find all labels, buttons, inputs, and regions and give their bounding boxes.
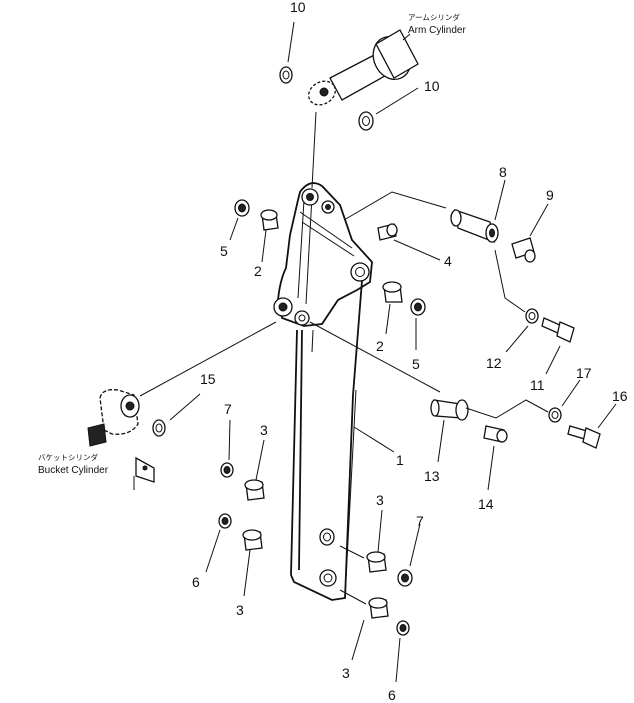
seal-7-left: [220, 419, 234, 478]
callout-4: 4: [444, 253, 452, 269]
callout-10-right: 10: [424, 78, 440, 94]
callout-3-upper-right: 3: [376, 492, 384, 508]
arm-cylinder: [308, 29, 419, 106]
bushing-2-upper: [260, 209, 279, 263]
callout-10-top: 10: [290, 0, 306, 15]
callout-7-left: 7: [224, 401, 232, 417]
grease-fitting-14: [483, 425, 508, 491]
pin-13-leader: [465, 399, 549, 419]
pin-8-leader: [343, 191, 447, 221]
bucket-cylinder: [87, 389, 155, 490]
bushing-leader-right: [339, 545, 365, 559]
washer-15: [152, 393, 201, 437]
callout-1: 1: [396, 452, 404, 468]
bucket-cylinder-leader-1: [139, 321, 277, 397]
callout-8: 8: [499, 164, 507, 180]
bushing-leader-lower-right: [339, 589, 367, 605]
callout-15: 15: [200, 371, 216, 387]
callout-2-upper: 2: [254, 263, 262, 279]
callout-16: 16: [612, 388, 628, 404]
pin-8-leader-down: [494, 249, 526, 313]
leader-1: [353, 426, 395, 453]
grease-fitting-9: [511, 203, 549, 263]
washer-10-upper: [279, 21, 295, 84]
seal-5-lower: [410, 298, 426, 350]
callout-12: 12: [486, 355, 502, 371]
bushing-3-upper-left: [244, 439, 265, 501]
bolt-11: [541, 317, 575, 375]
bushing-3-upper-right: [366, 509, 387, 573]
callout-7-right: 7: [416, 513, 424, 529]
arm-cylinder-label: Arm Cylinder: [408, 25, 466, 36]
callout-13: 13: [424, 468, 440, 484]
washer-12: [505, 308, 539, 353]
seal-5-upper: [229, 199, 250, 241]
arm: [273, 182, 373, 601]
grease-fitting-4: [377, 223, 441, 261]
callout-3-upper-left: 3: [260, 422, 268, 438]
callout-3-lower-left: 3: [236, 602, 244, 618]
bucket-cylinder-leader-2: [309, 321, 441, 393]
bushing-3-lower-left: [242, 529, 263, 597]
bushing-2-lower: [382, 281, 403, 335]
callout-11: 11: [530, 377, 545, 393]
callout-6-left: 6: [192, 574, 200, 590]
bucket-cylinder-label-jp: バケットシリンダ: [38, 452, 98, 462]
callout-5-upper: 5: [220, 243, 228, 259]
arm-cylinder-label-jp: アームシリンダ: [408, 12, 460, 22]
seal-6-left: [205, 513, 232, 573]
callout-9: 9: [546, 187, 554, 203]
seal-7-right: [397, 523, 421, 587]
callout-6-right: 6: [388, 687, 396, 703]
seal-6-right: [395, 620, 410, 683]
arm-cylinder-leader: [311, 111, 317, 189]
bucket-cylinder-label: Bucket Cylinder: [38, 465, 109, 476]
callout-14: 14: [478, 496, 494, 512]
callout-3-lower-right: 3: [342, 665, 350, 681]
callout-17: 17: [576, 365, 592, 381]
callout-2-lower: 2: [376, 338, 384, 354]
callout-5-lower: 5: [412, 356, 420, 372]
washer-10-lower: [358, 87, 419, 131]
bushing-3-lower-right: [351, 597, 389, 661]
washer-17: [548, 379, 581, 423]
bolt-16: [567, 403, 617, 449]
pin-13: [430, 399, 469, 463]
pin-8: [450, 179, 506, 244]
